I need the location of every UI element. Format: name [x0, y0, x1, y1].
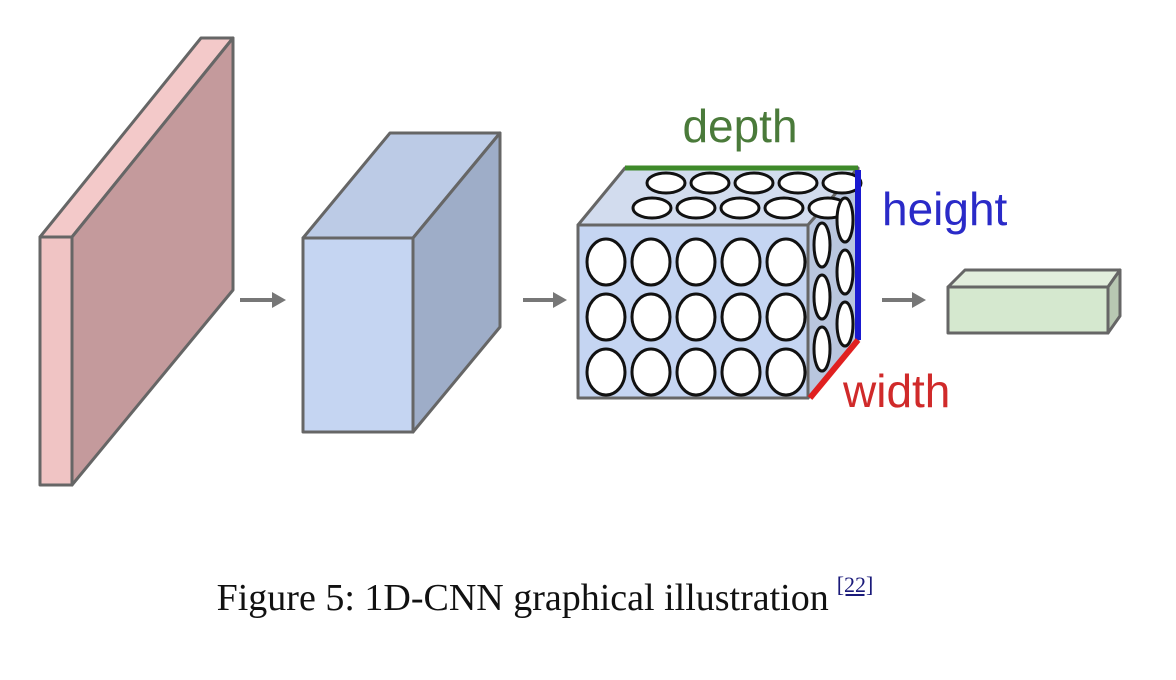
neuron	[631, 196, 673, 220]
neuron	[765, 237, 807, 287]
neuron	[812, 325, 832, 373]
depth-label: depth	[682, 100, 797, 152]
neuron	[812, 221, 832, 269]
neuron	[777, 171, 819, 195]
neuron	[630, 347, 672, 397]
neuron	[835, 196, 855, 244]
neuron	[720, 237, 762, 287]
neuron	[675, 292, 717, 342]
neuron	[675, 196, 717, 220]
neuron	[585, 292, 627, 342]
arrow-2	[523, 292, 567, 308]
hidden-layer-box	[301, 131, 502, 434]
neuron	[675, 347, 717, 397]
neuron	[835, 300, 855, 348]
width-edge	[807, 338, 861, 400]
neuron	[585, 237, 627, 287]
neuron	[720, 347, 762, 397]
neuron	[812, 273, 832, 321]
neuron	[719, 196, 761, 220]
figure-caption: Figure 5: 1D-CNN graphical illustration […	[0, 572, 1090, 620]
width-label: width	[842, 365, 950, 417]
neuron	[720, 292, 762, 342]
neuron	[630, 292, 672, 342]
height-label: height	[882, 183, 1008, 235]
neuron	[763, 196, 805, 220]
conv-volume	[576, 165, 863, 400]
neuron	[765, 347, 807, 397]
neuron	[689, 171, 731, 195]
citation-link[interactable]: [22]	[836, 572, 874, 597]
input-layer-slab	[38, 36, 235, 487]
neuron	[645, 171, 687, 195]
neuron	[585, 347, 627, 397]
neuron	[675, 237, 717, 287]
neuron	[765, 292, 807, 342]
arrow-3	[882, 292, 926, 308]
arrow-1	[240, 292, 286, 308]
output-layer-box	[946, 268, 1122, 335]
caption-text: Figure 5: 1D-CNN graphical illustration	[216, 577, 829, 619]
neuron	[733, 171, 775, 195]
neuron	[630, 237, 672, 287]
neuron	[835, 248, 855, 296]
